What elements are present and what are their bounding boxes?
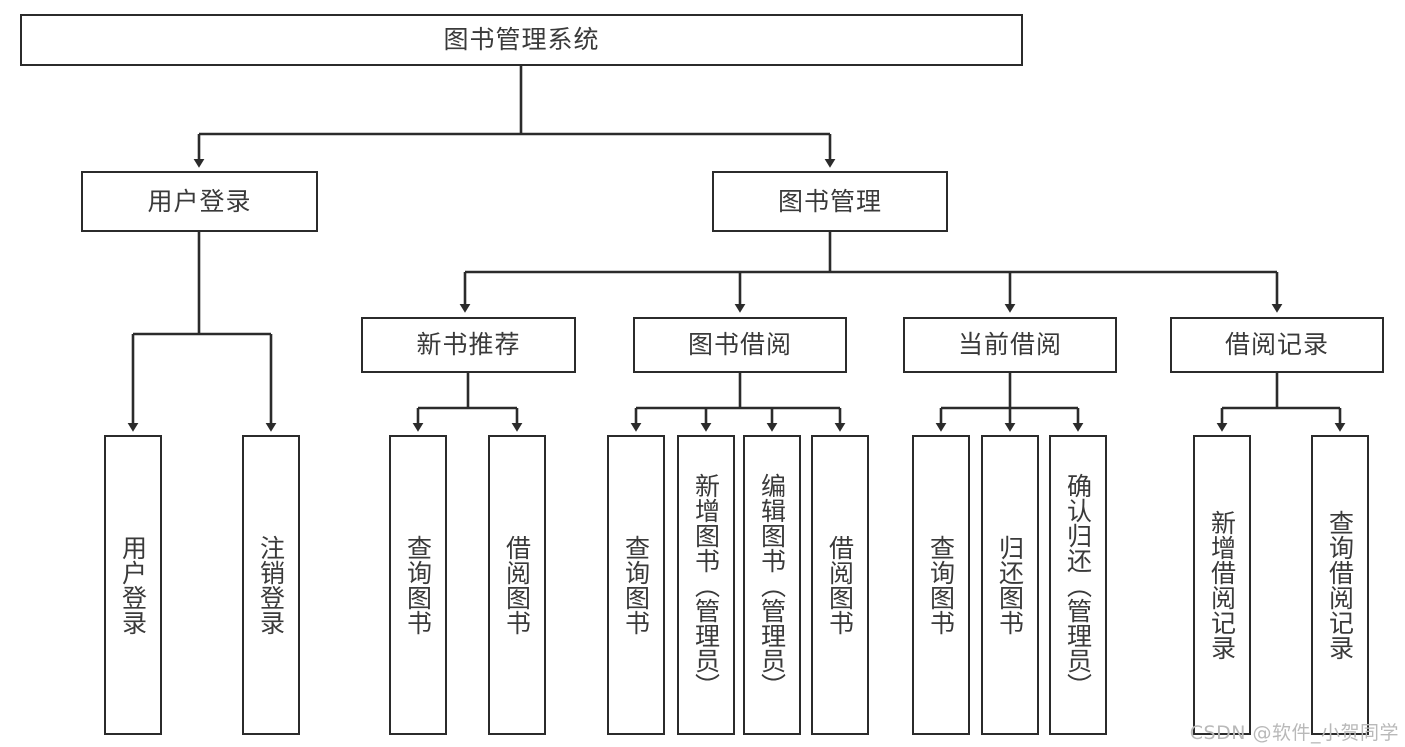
node-leaf-query-borrow-record[interactable]: 查询借阅记录 (1311, 435, 1369, 735)
node-leaf-query-book-borrow[interactable]: 查询图书 (607, 435, 665, 735)
node-leaf-borrow-book[interactable]: 借阅图书 (811, 435, 869, 735)
csdn-watermark: CSDN @软件_小贺同学 (1189, 722, 1399, 744)
node-leaf-borrow-book-recommend[interactable]: 借阅图书 (488, 435, 546, 735)
node-leaf-add-borrow-record[interactable]: 新增借阅记录 (1193, 435, 1251, 735)
node-user-login[interactable]: 用户登录 (81, 171, 318, 232)
node-book-borrow-label: 图书借阅 (687, 330, 792, 360)
node-leaf-return-book-label: 归还图书 (995, 535, 1025, 635)
node-leaf-query-book-borrow-label: 查询图书 (621, 535, 651, 635)
node-borrow-record-label: 借阅记录 (1224, 330, 1329, 360)
node-leaf-query-book-recommend[interactable]: 查询图书 (389, 435, 447, 735)
node-borrow-record[interactable]: 借阅记录 (1170, 317, 1384, 373)
node-new-book-recommend-label: 新书推荐 (416, 330, 521, 360)
node-current-borrow-label: 当前借阅 (957, 330, 1062, 360)
node-leaf-user-login-label: 用户登录 (118, 535, 148, 635)
node-book-management[interactable]: 图书管理 (712, 171, 948, 232)
node-new-book-recommend[interactable]: 新书推荐 (361, 317, 576, 373)
node-leaf-edit-book-admin-label: 编辑图书（管理员） (757, 472, 787, 698)
node-leaf-borrow-book-recommend-label: 借阅图书 (502, 535, 532, 635)
node-root-book-management-system[interactable]: 图书管理系统 (20, 14, 1023, 66)
node-root-label: 图书管理系统 (443, 25, 600, 55)
node-leaf-add-book-admin[interactable]: 新增图书（管理员） (677, 435, 735, 735)
node-leaf-return-book[interactable]: 归还图书 (981, 435, 1039, 735)
node-book-management-label: 图书管理 (777, 186, 882, 216)
node-leaf-edit-book-admin[interactable]: 编辑图书（管理员） (743, 435, 801, 735)
node-leaf-borrow-book-label: 借阅图书 (825, 535, 855, 635)
node-leaf-query-book-current[interactable]: 查询图书 (912, 435, 970, 735)
node-leaf-user-login[interactable]: 用户登录 (104, 435, 162, 735)
node-leaf-confirm-return-admin-label: 确认归还（管理员） (1063, 472, 1093, 698)
node-leaf-add-book-admin-label: 新增图书（管理员） (691, 472, 721, 698)
node-leaf-confirm-return-admin[interactable]: 确认归还（管理员） (1049, 435, 1107, 735)
node-leaf-query-book-recommend-label: 查询图书 (403, 535, 433, 635)
node-leaf-logout[interactable]: 注销登录 (242, 435, 300, 735)
node-leaf-query-book-current-label: 查询图书 (926, 535, 956, 635)
node-current-borrow[interactable]: 当前借阅 (903, 317, 1117, 373)
node-leaf-logout-label: 注销登录 (256, 535, 286, 635)
node-book-borrow[interactable]: 图书借阅 (633, 317, 847, 373)
node-leaf-add-borrow-record-label: 新增借阅记录 (1207, 510, 1237, 660)
node-user-login-label: 用户登录 (147, 186, 252, 216)
node-leaf-query-borrow-record-label: 查询借阅记录 (1325, 510, 1355, 660)
